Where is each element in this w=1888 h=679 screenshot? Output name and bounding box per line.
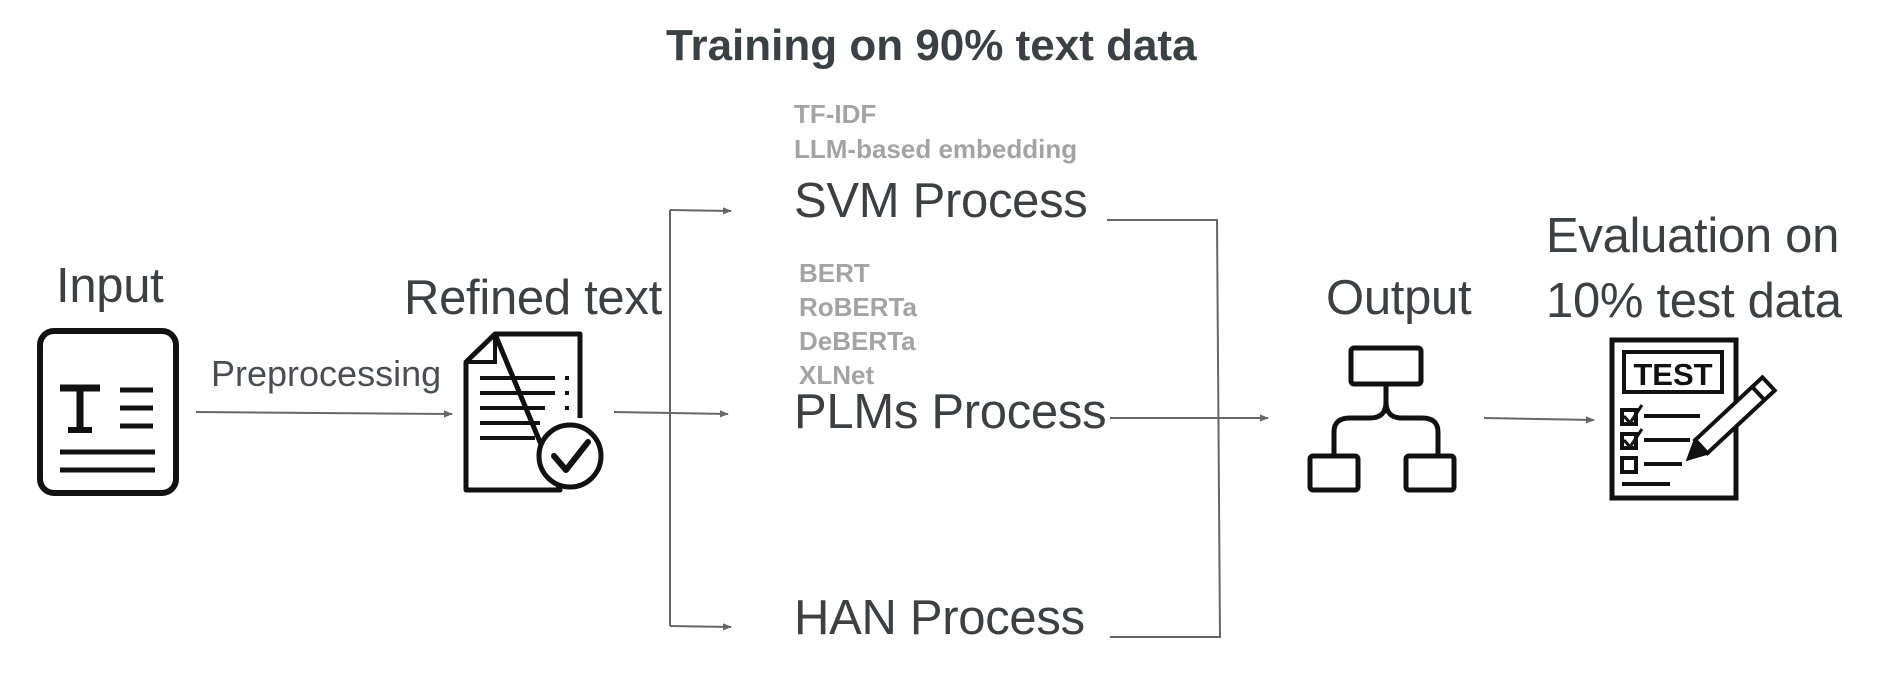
evaluation-label-line1: Evaluation on — [1546, 209, 1840, 263]
plms-method-2: RoBERTa — [799, 292, 917, 322]
output-label: Output — [1326, 271, 1472, 325]
to-svm-arrow — [669, 207, 732, 215]
svg-text:TEST: TEST — [1633, 357, 1712, 392]
svm-to-merge-line — [1107, 219, 1222, 638]
plms-process-label: PLMs Process — [794, 385, 1107, 439]
svm-method-2: LLM-based embedding — [794, 134, 1078, 164]
diagram-title: Training on 90% text data — [666, 21, 1197, 70]
refined-text-label: Refined text — [404, 271, 662, 325]
to-han-arrow — [669, 623, 732, 631]
plms-method-4: XLNet — [799, 360, 875, 390]
checked-document-icon — [463, 331, 604, 493]
plms-method-1: BERT — [799, 258, 870, 288]
han-process-label: HAN Process — [794, 591, 1085, 645]
input-label: Input — [56, 259, 164, 313]
connectors — [195, 207, 1595, 638]
plms-method-3: DeBERTa — [799, 326, 916, 356]
evaluation-label-line2: 10% test data — [1546, 274, 1842, 328]
input-to-refined-arrow — [195, 410, 453, 418]
text-document-icon — [37, 328, 179, 496]
preprocessing-label: Preprocessing — [211, 353, 442, 394]
hierarchy-chart-icon — [1307, 345, 1457, 493]
svm-process-label: SVM Process — [794, 174, 1088, 228]
svm-method-1: TF-IDF — [794, 99, 877, 129]
test-checklist-icon: TEST — [1609, 337, 1778, 501]
output-to-evaluation-arrow — [1483, 416, 1595, 424]
